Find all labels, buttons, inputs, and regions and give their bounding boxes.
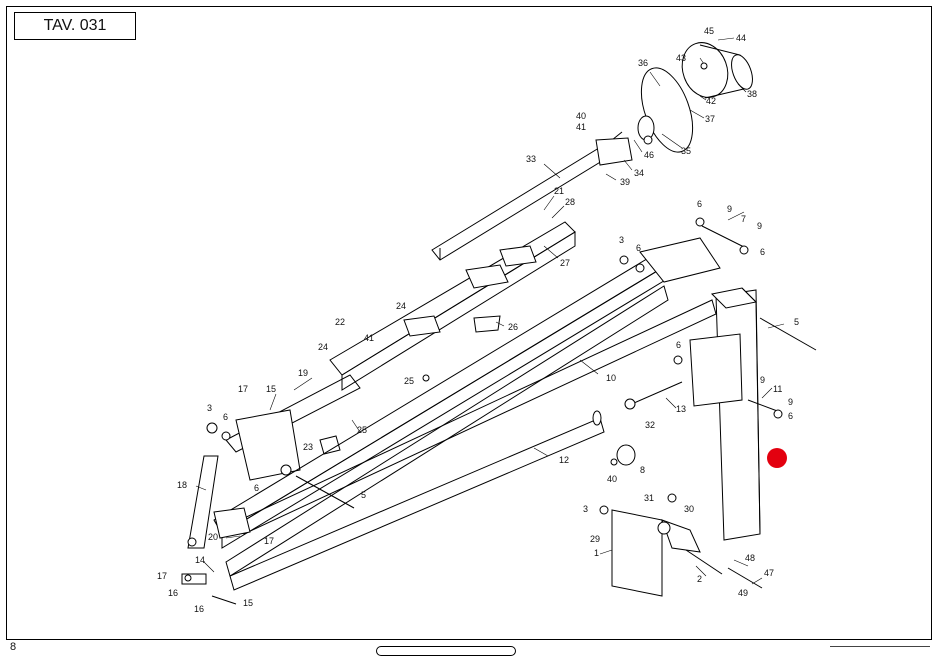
callout-15-upper: 15 [266,384,276,394]
callout-15-lower: 15 [243,598,253,608]
callout-9-top-right: 9 [757,221,762,231]
callout-49: 49 [738,588,748,598]
callout-43: 43 [676,53,686,63]
main-frame [181,237,721,591]
callout-47: 47 [764,568,774,578]
callout-6-top-right: 6 [760,247,765,257]
callout-labels: 45 44 43 42 38 36 37 35 46 40 41 34 39 3… [157,26,799,614]
callout-34: 34 [634,168,644,178]
callout-8: 8 [640,465,645,475]
callout-44: 44 [736,33,746,43]
callout-40-upper: 40 [576,111,586,121]
callout-3-lower: 3 [583,504,588,514]
callout-37: 37 [705,114,715,124]
callout-29: 29 [590,534,600,544]
callout-12: 12 [559,455,569,465]
callout-24-lower: 24 [318,342,328,352]
callout-22: 22 [335,317,345,327]
callout-26: 26 [508,322,518,332]
link-18 [187,455,219,549]
callout-24-upper: 24 [396,301,406,311]
callout-16-lower: 16 [194,604,204,614]
callout-40-lower: 40 [607,474,617,484]
callout-25-lower: 25 [357,425,367,435]
callout-25-upper: 25 [404,376,414,386]
washers-and-nuts [184,62,783,582]
callout-6-mid-right: 6 [676,340,681,350]
callout-17-mid: 17 [264,536,274,546]
page-number: 8 [10,641,17,653]
callout-41-upper: 41 [576,122,586,132]
beam-27 [329,221,576,391]
callout-1: 1 [594,548,599,558]
callout-20: 20 [208,532,218,542]
callout-30: 30 [684,504,694,514]
callout-18: 18 [177,480,187,490]
callout-6-left: 6 [223,412,228,422]
callout-46: 46 [644,150,654,160]
callout-35: 35 [681,146,691,156]
callout-6-mid-lower: 6 [788,411,793,421]
callout-3-upper: 3 [619,235,624,245]
callout-9-mid-right: 9 [788,397,793,407]
callout-21: 21 [554,186,564,196]
callout-17-lower: 17 [157,571,167,581]
highlight-marker [767,448,787,468]
callout-7: 7 [741,214,746,224]
callout-28: 28 [565,197,575,207]
callout-23: 23 [303,442,313,452]
callout-27: 27 [560,258,570,268]
callout-5-left: 5 [361,490,366,500]
callout-41-lower: 41 [364,333,374,343]
callout-33: 33 [526,154,536,164]
callout-10: 10 [606,373,616,383]
callout-9-top: 9 [727,204,732,214]
callout-45: 45 [704,26,714,36]
callout-5-right: 5 [794,317,799,327]
pins-and-bolts [211,225,817,605]
callout-6-mid: 6 [254,483,259,493]
callout-36: 36 [638,58,648,68]
callout-6-top: 6 [697,199,702,209]
callout-32: 32 [645,420,655,430]
callout-3-left: 3 [207,403,212,413]
footer-code-mark [830,646,930,655]
callout-14: 14 [195,555,205,565]
callout-42: 42 [706,96,716,106]
callout-9-mid: 9 [760,375,765,385]
callout-31: 31 [644,493,654,503]
disc-hub-assembly [637,42,753,153]
callout-16-upper: 16 [168,588,178,598]
callout-38: 38 [747,89,757,99]
knob-8 [616,444,636,466]
drawing-frame [6,6,932,640]
plate-title: TAV. 031 [14,12,136,40]
callout-19: 19 [298,368,308,378]
plate-1 [611,509,701,597]
arm-19 [225,374,361,481]
callout-2: 2 [697,574,702,584]
callout-48: 48 [745,553,755,563]
arm-33 [431,131,633,261]
callout-13: 13 [676,404,686,414]
leader-lines [195,37,785,585]
callout-17-upper: 17 [238,384,248,394]
callout-6-upper: 6 [636,243,641,253]
vertical-post [689,287,761,541]
callout-11: 11 [773,384,782,394]
callout-39: 39 [620,177,630,187]
